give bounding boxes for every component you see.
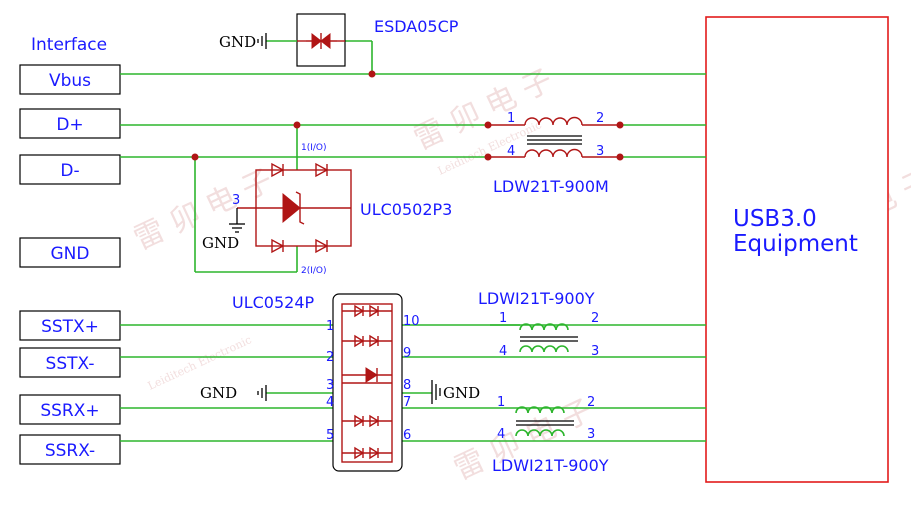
- ulc0524-pin3: 3: [326, 378, 334, 393]
- port-gnd: GND: [19, 237, 121, 268]
- ldw21t-900m: 1 2 4 3 LDW21T-900M: [484, 111, 624, 196]
- ldwi-bottom-pin4: 4: [497, 427, 505, 442]
- ldwi-top-name: LDWI21T-900Y: [478, 289, 595, 308]
- ldwi-top-pin1: 1: [499, 311, 507, 326]
- port-ssrx-minus: SSRX-: [19, 434, 121, 465]
- port-vbus: Vbus: [19, 64, 121, 95]
- port-ssrx-plus: SSRX+: [19, 394, 121, 425]
- esda05cp: ESDA05CP GND: [219, 13, 459, 78]
- port-label: SSRX-: [45, 441, 95, 461]
- ulc0524-gnd-right: GND: [443, 384, 480, 402]
- ulc0524p: 1 2 3 4 5 10 9 8 7 6 ULC0524P GND GND: [200, 293, 480, 472]
- ldwi-top-pin4: 4: [499, 344, 507, 359]
- ldwi21t-900y-top: 1 2 4 3 LDWI21T-900Y: [478, 289, 599, 359]
- ulc0502-pin1: 1(I/O): [301, 143, 327, 153]
- ulc0524-pin2: 2: [326, 350, 334, 365]
- signal-wires: [120, 40, 706, 442]
- ldw21t-pin4: 4: [507, 144, 515, 159]
- port-label: GND: [51, 244, 90, 264]
- equipment-line2: Equipment: [733, 231, 858, 257]
- interface-label: Interface: [31, 35, 107, 55]
- ldw21t-name: LDW21T-900M: [493, 177, 609, 196]
- ulc0502p3: 3 GND 1(I/O) 2(I/O) ULC0502P3: [191, 121, 452, 276]
- usb3-equipment: USB3.0 Equipment: [705, 16, 889, 483]
- ldwi-bottom-pin2: 2: [587, 395, 595, 410]
- ldwi-bottom-pin1: 1: [497, 395, 505, 410]
- port-label: Vbus: [49, 71, 91, 91]
- esd-gnd: GND: [219, 33, 256, 51]
- ulc0524-pin8: 8: [403, 378, 411, 393]
- ulc0502-pin2: 2(I/O): [301, 266, 327, 276]
- ulc0502-pin3: 3: [232, 193, 240, 208]
- ldwi21t-900y-bottom: 1 2 4 3 LDWI21T-900Y: [492, 395, 609, 475]
- equipment-line1: USB3.0: [733, 206, 817, 232]
- port-sstx-plus: SSTX+: [19, 310, 121, 341]
- ulc0524-pin9: 9: [403, 346, 411, 361]
- port-label: SSRX+: [40, 401, 99, 421]
- port-label: D-: [60, 161, 79, 181]
- ulc0502-gnd: GND: [202, 234, 239, 252]
- ldwi-top-pin3: 3: [591, 344, 599, 359]
- port-dminus: D-: [19, 154, 121, 185]
- ulc0502-name: ULC0502P3: [360, 200, 452, 219]
- ldwi-bottom-name: LDWI21T-900Y: [492, 456, 609, 475]
- ulc0524-pin5: 5: [326, 428, 334, 443]
- ldwi-bottom-pin3: 3: [587, 427, 595, 442]
- ulc0524-pin6: 6: [403, 428, 411, 443]
- port-label: D+: [56, 115, 83, 135]
- ldw21t-pin2: 2: [596, 111, 604, 126]
- port-sstx-minus: SSTX-: [19, 347, 121, 378]
- ulc0524-pin4: 4: [326, 395, 334, 410]
- esd-name: ESDA05CP: [374, 17, 459, 36]
- ulc0524-gnd-left: GND: [200, 384, 237, 402]
- ldw21t-pin3: 3: [596, 144, 604, 159]
- port-label: SSTX+: [41, 317, 99, 337]
- ulc0524-pin7: 7: [403, 395, 411, 410]
- port-dplus: D+: [19, 108, 121, 139]
- ldw21t-pin1: 1: [507, 111, 515, 126]
- port-label: SSTX-: [46, 354, 95, 374]
- ldwi-top-pin2: 2: [591, 311, 599, 326]
- ulc0524-name: ULC0524P: [232, 293, 315, 312]
- ulc0524-pin10: 10: [403, 314, 420, 329]
- ulc0524-pin1: 1: [326, 319, 334, 334]
